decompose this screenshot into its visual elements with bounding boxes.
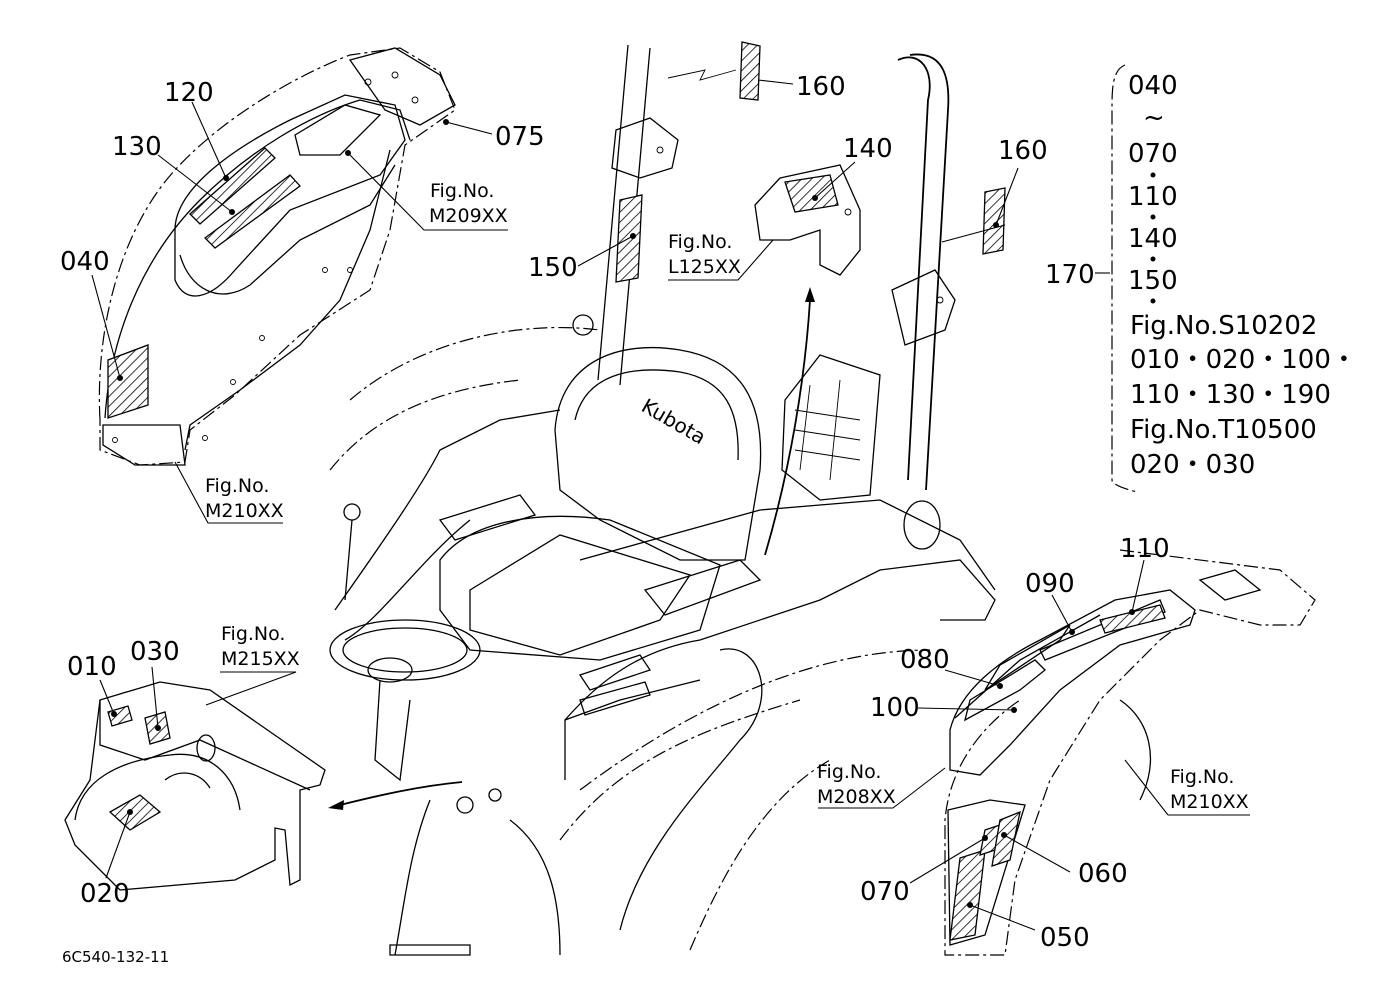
- callout-050: 050: [1040, 923, 1090, 953]
- set-list-line-7: Fig.No.S10202: [1130, 311, 1317, 341]
- set-list-line-4: 110: [1128, 182, 1178, 212]
- fig-ref-m208-line1: Fig.No.: [817, 761, 881, 783]
- callout-160-top: 160: [796, 72, 846, 102]
- tractor-body-drawing: [328, 287, 996, 956]
- callout-010: 010: [67, 652, 117, 682]
- fig-ref-m215-line2: M215XX: [221, 648, 300, 670]
- callout-150: 150: [528, 253, 578, 283]
- callout-070: 070: [860, 877, 910, 907]
- callout-110: 110: [1120, 534, 1170, 564]
- callout-160-right: 160: [998, 136, 1048, 166]
- set-list-line-1: 040: [1128, 71, 1178, 101]
- set-list-line-10: Fig.No.T10500: [1130, 415, 1317, 445]
- seat-drawing: Kubota: [438, 346, 762, 661]
- callout-080: 080: [900, 645, 950, 675]
- fig-ref-l125-line2: L125XX: [668, 256, 741, 278]
- figure-references: Fig.No. M209XX Fig.No. M210XX Fig.No. L1…: [205, 180, 1249, 813]
- callout-020: 020: [80, 879, 130, 909]
- set-list-line-11: 020・030: [1130, 450, 1255, 480]
- callout-060: 060: [1078, 859, 1128, 889]
- set-list-line-5: 140: [1128, 224, 1178, 254]
- leader-lines: [91, 64, 1250, 931]
- dash-panel-drawing: [64, 681, 326, 891]
- fig-ref-m210-left-line1: Fig.No.: [205, 475, 269, 497]
- callout-labels: 120 130 040 075 160 140 160 150 170 110 …: [60, 72, 1170, 953]
- callout-170: 170: [1045, 260, 1095, 290]
- fig-ref-m209-line2: M209XX: [429, 205, 508, 227]
- callout-030: 030: [130, 637, 180, 667]
- fig-ref-m209-line1: Fig.No.: [430, 180, 494, 202]
- callout-075: 075: [495, 122, 545, 152]
- set-list-line-2: ~: [1143, 103, 1165, 133]
- fig-ref-m210-left-line2: M210XX: [205, 500, 284, 522]
- set-list-line-8: 010・020・100・: [1130, 345, 1357, 375]
- fig-ref-m208-line2: M208XX: [817, 786, 896, 808]
- callout-090: 090: [1025, 569, 1075, 599]
- set-list: 040 ~ 070 110 140 150 Fig.No.S10202 010・…: [1128, 71, 1357, 480]
- fig-ref-m215-line1: Fig.No.: [221, 623, 285, 645]
- callout-120: 120: [164, 78, 214, 108]
- fig-ref-m210-right-line1: Fig.No.: [1170, 766, 1234, 788]
- set-list-line-9: 110・130・190: [1130, 380, 1331, 410]
- callout-040: 040: [60, 247, 110, 277]
- callout-140: 140: [843, 134, 893, 164]
- fig-ref-m210-right-line2: M210XX: [1170, 791, 1249, 813]
- fig-ref-l125-line1: Fig.No.: [668, 231, 732, 253]
- bracket-140-drawing: [754, 164, 861, 276]
- drawing-code: 6C540-132-11: [62, 948, 169, 966]
- seat-brand-text: Kubota: [638, 394, 710, 450]
- callout-100: 100: [870, 693, 920, 723]
- set-list-line-3: 070: [1128, 139, 1178, 169]
- callout-130: 130: [112, 132, 162, 162]
- set-list-line-6: 150: [1128, 266, 1178, 296]
- left-fender-drawing: [98, 47, 456, 466]
